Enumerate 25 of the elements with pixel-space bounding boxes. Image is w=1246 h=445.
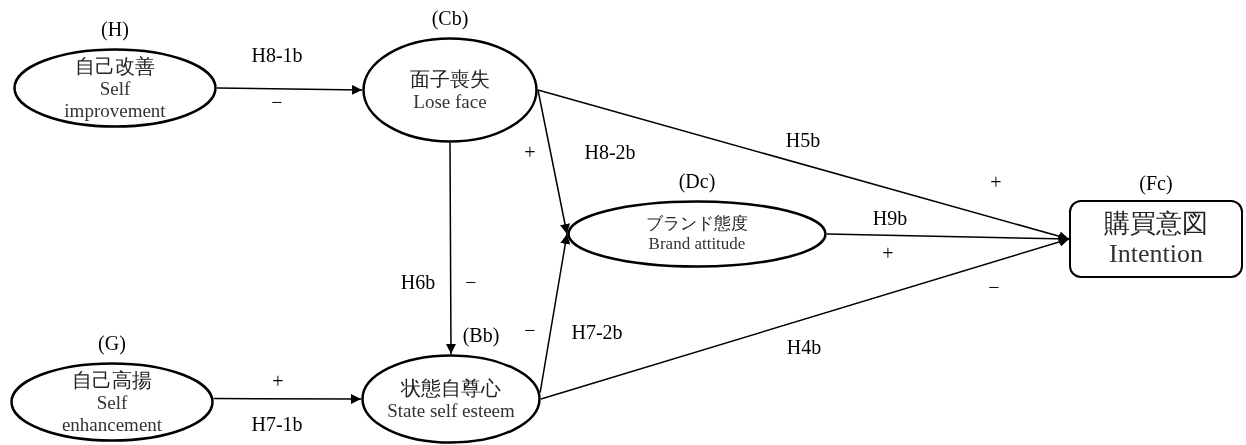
construct-code: (H) <box>101 18 129 41</box>
construct-code: (Cb) <box>431 7 469 30</box>
arrow <box>539 233 571 394</box>
japanese-label: 面子喪失 <box>410 67 490 91</box>
japanese-label: ブランド態度 <box>646 214 748 234</box>
construct-code: (Fc) <box>1139 172 1173 195</box>
construct-code: (Bb) <box>462 324 500 347</box>
construct-code: (Dc) <box>678 170 716 193</box>
japanese-label: 自己改善 <box>75 54 155 78</box>
arrow <box>537 89 570 235</box>
arrow <box>445 142 456 355</box>
english-label: Brand attitude <box>648 234 746 254</box>
english-label: Self enhancement <box>60 391 164 436</box>
english-label: State self esteem <box>387 399 515 422</box>
construct-code: (G) <box>98 332 126 355</box>
arrow <box>216 84 363 95</box>
japanese-label: 自己高揚 <box>72 368 152 392</box>
japanese-label: 購買意図 <box>1104 209 1208 239</box>
arrow <box>537 89 1070 242</box>
japanese-label: 状態自尊心 <box>401 376 501 400</box>
english-label: Intention <box>1109 239 1203 269</box>
arrow <box>212 393 362 404</box>
arrow <box>540 237 1070 400</box>
english-label: Self improvement <box>63 77 167 122</box>
english-label: Lose face <box>413 90 487 113</box>
